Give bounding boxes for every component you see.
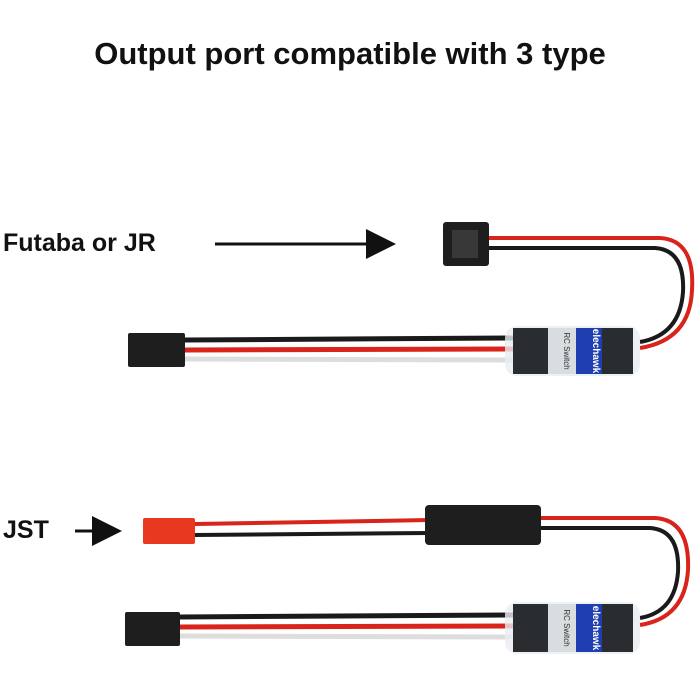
- cable-bottom: elechawk RC Switch: [125, 505, 691, 654]
- module-name: RC Switch: [562, 332, 571, 369]
- label-jst: JST: [3, 516, 49, 544]
- jst-connector: [143, 518, 195, 544]
- module-name-2: RC Switch: [562, 609, 571, 646]
- adapter-sleeve: [425, 505, 541, 545]
- cable-top: elechawk RC Switch: [128, 222, 695, 376]
- servo-connector-bottom: [125, 612, 180, 646]
- module-brand: elechawk: [590, 329, 601, 374]
- module-brand-2: elechawk: [590, 606, 601, 651]
- page-title: Output port compatible with 3 type: [94, 36, 606, 71]
- servo-connector-top: [128, 333, 185, 367]
- label-futaba-jr: Futaba or JR: [3, 229, 156, 257]
